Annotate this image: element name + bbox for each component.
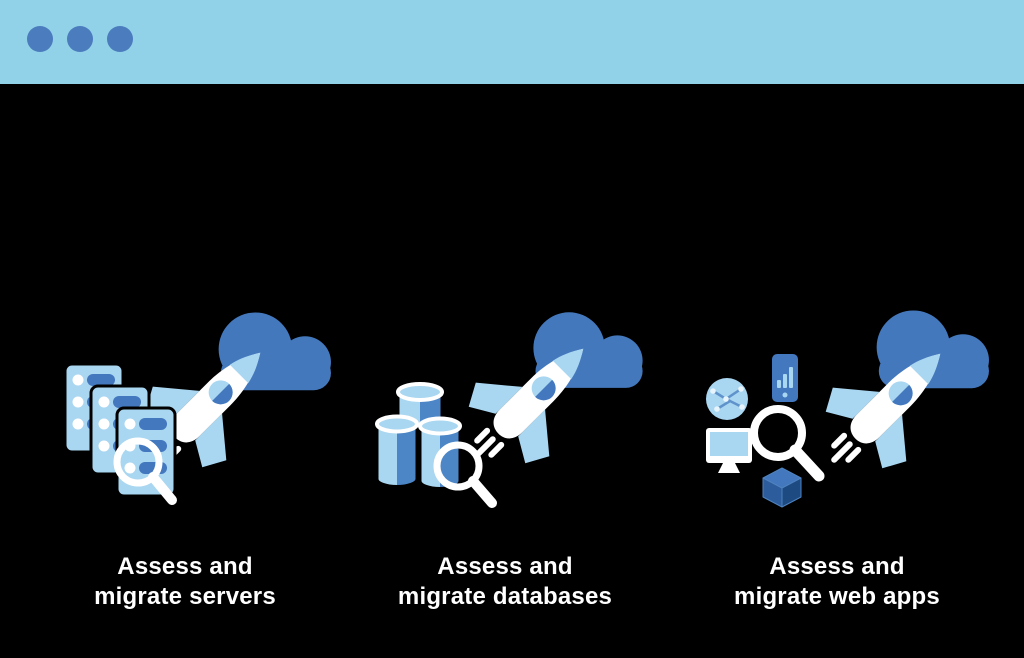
servers-illustration <box>63 312 331 505</box>
card-migrate-servers: Assess and migrate servers <box>30 304 340 612</box>
slide-canvas: Assess and migrate servers <box>0 84 1024 658</box>
window-titlebar <box>0 0 1024 84</box>
card-label: Assess and migrate servers <box>94 553 276 610</box>
card-migrate-web-apps: Assess and migrate web apps <box>690 304 1000 612</box>
window-control-dot <box>107 26 133 52</box>
card-label: Assess and migrate databases <box>397 553 613 610</box>
window-control-dot <box>67 26 93 52</box>
databases-illustration <box>375 304 643 508</box>
monitor-icon <box>706 428 752 473</box>
web-apps-illustration <box>706 310 989 508</box>
cloud-icon <box>876 310 989 389</box>
window-control-dot <box>27 26 53 52</box>
card-label: Assess and migrate web apps <box>734 553 940 610</box>
magnifier-icon <box>113 437 177 505</box>
magnifier-icon <box>433 441 497 508</box>
cube-icon <box>762 467 802 508</box>
magnifier-icon <box>750 405 825 482</box>
smartphone-icon <box>772 354 798 402</box>
globe-icon <box>706 378 748 420</box>
card-migrate-databases: Assess and migrate databases <box>370 304 680 612</box>
database-cylinders-icon <box>375 382 462 490</box>
